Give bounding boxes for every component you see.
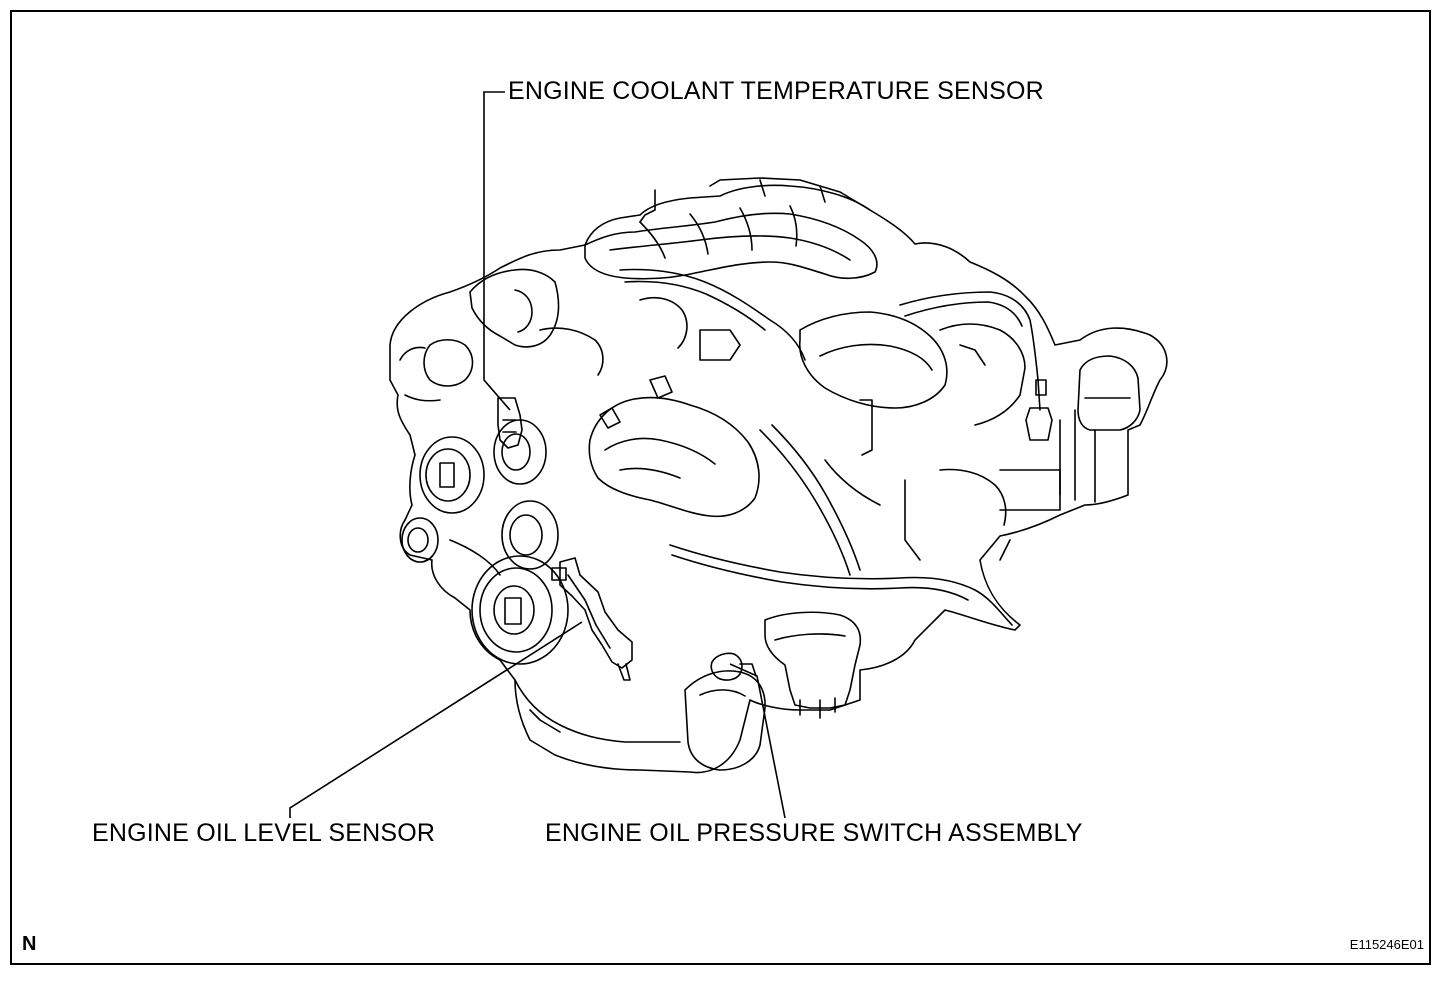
idler-pulley: [420, 437, 484, 513]
leader-line-coolant: [484, 92, 510, 410]
upper-hose: [620, 270, 805, 361]
diagram-frame: [10, 10, 1431, 965]
right-cylinder-head: [800, 312, 947, 408]
throttle-body: [589, 398, 759, 517]
left-cylinder-head: [470, 270, 558, 347]
oil-level-sensor-label: ENGINE OIL LEVEL SENSOR: [92, 819, 436, 847]
oil-level-sensor-bracket: [560, 558, 632, 668]
right-connector: [1026, 408, 1052, 440]
coolant-sensor: [498, 398, 522, 448]
figure-code: E115246E01: [1349, 937, 1424, 952]
oil-pressure-switch-label: ENGINE OIL PRESSURE SWITCH ASSEMBLY: [545, 819, 1083, 847]
small-pulley: [402, 518, 438, 562]
oil-pressure-switch: [711, 653, 742, 680]
engine-mount: [765, 612, 860, 708]
tensioner-pulley: [502, 501, 558, 569]
right-front-housing: [1078, 356, 1140, 430]
oil-filter: [685, 671, 765, 770]
leader-line-oil-pressure: [730, 664, 785, 818]
crankshaft-pulley: [472, 556, 568, 664]
lower-pipe: [670, 545, 1012, 625]
coolant-sensor-label: ENGINE COOLANT TEMPERATURE SENSOR: [508, 77, 1044, 105]
corner-mark: N: [22, 933, 37, 955]
oil-pan: [515, 680, 680, 742]
right-side-hose: [900, 292, 1040, 410]
intake-manifold: [585, 213, 877, 278]
engine-outline: [390, 185, 1167, 772]
leader-line-oil-level: [290, 622, 582, 818]
